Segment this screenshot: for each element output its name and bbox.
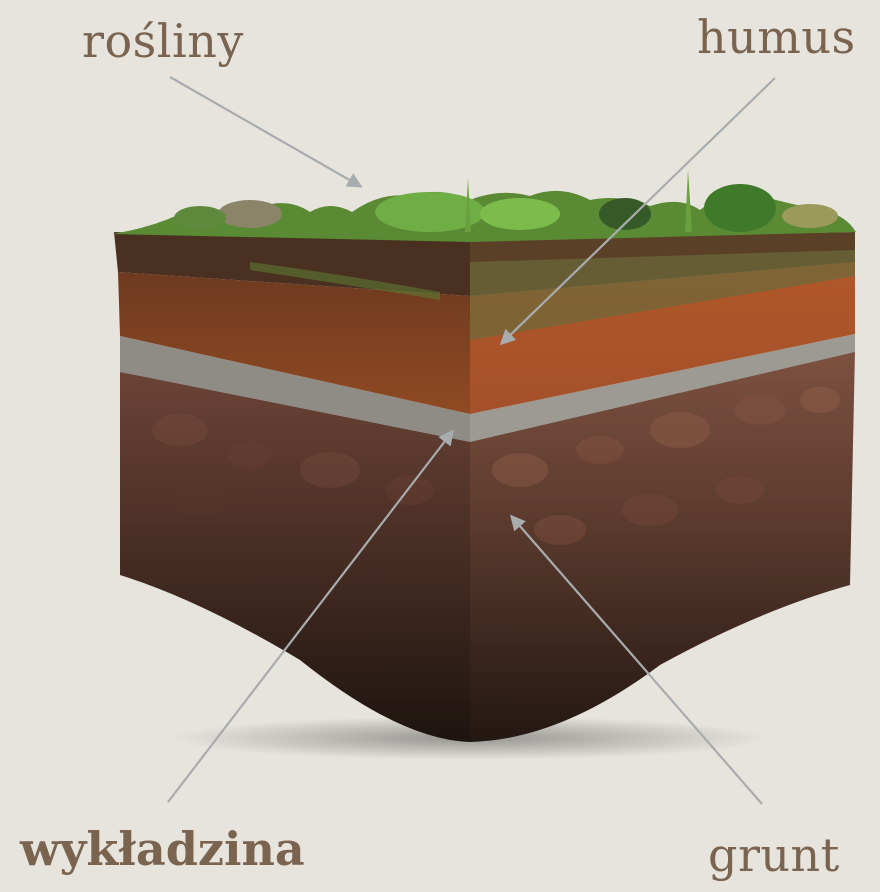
ground-label: grunt — [708, 832, 840, 878]
plants-label: rośliny — [82, 18, 244, 64]
humus-label: humus — [697, 14, 856, 60]
plants-pointer-line — [170, 77, 360, 186]
plants-vegetation — [112, 170, 856, 242]
liner-label: wykładzina — [20, 826, 305, 872]
